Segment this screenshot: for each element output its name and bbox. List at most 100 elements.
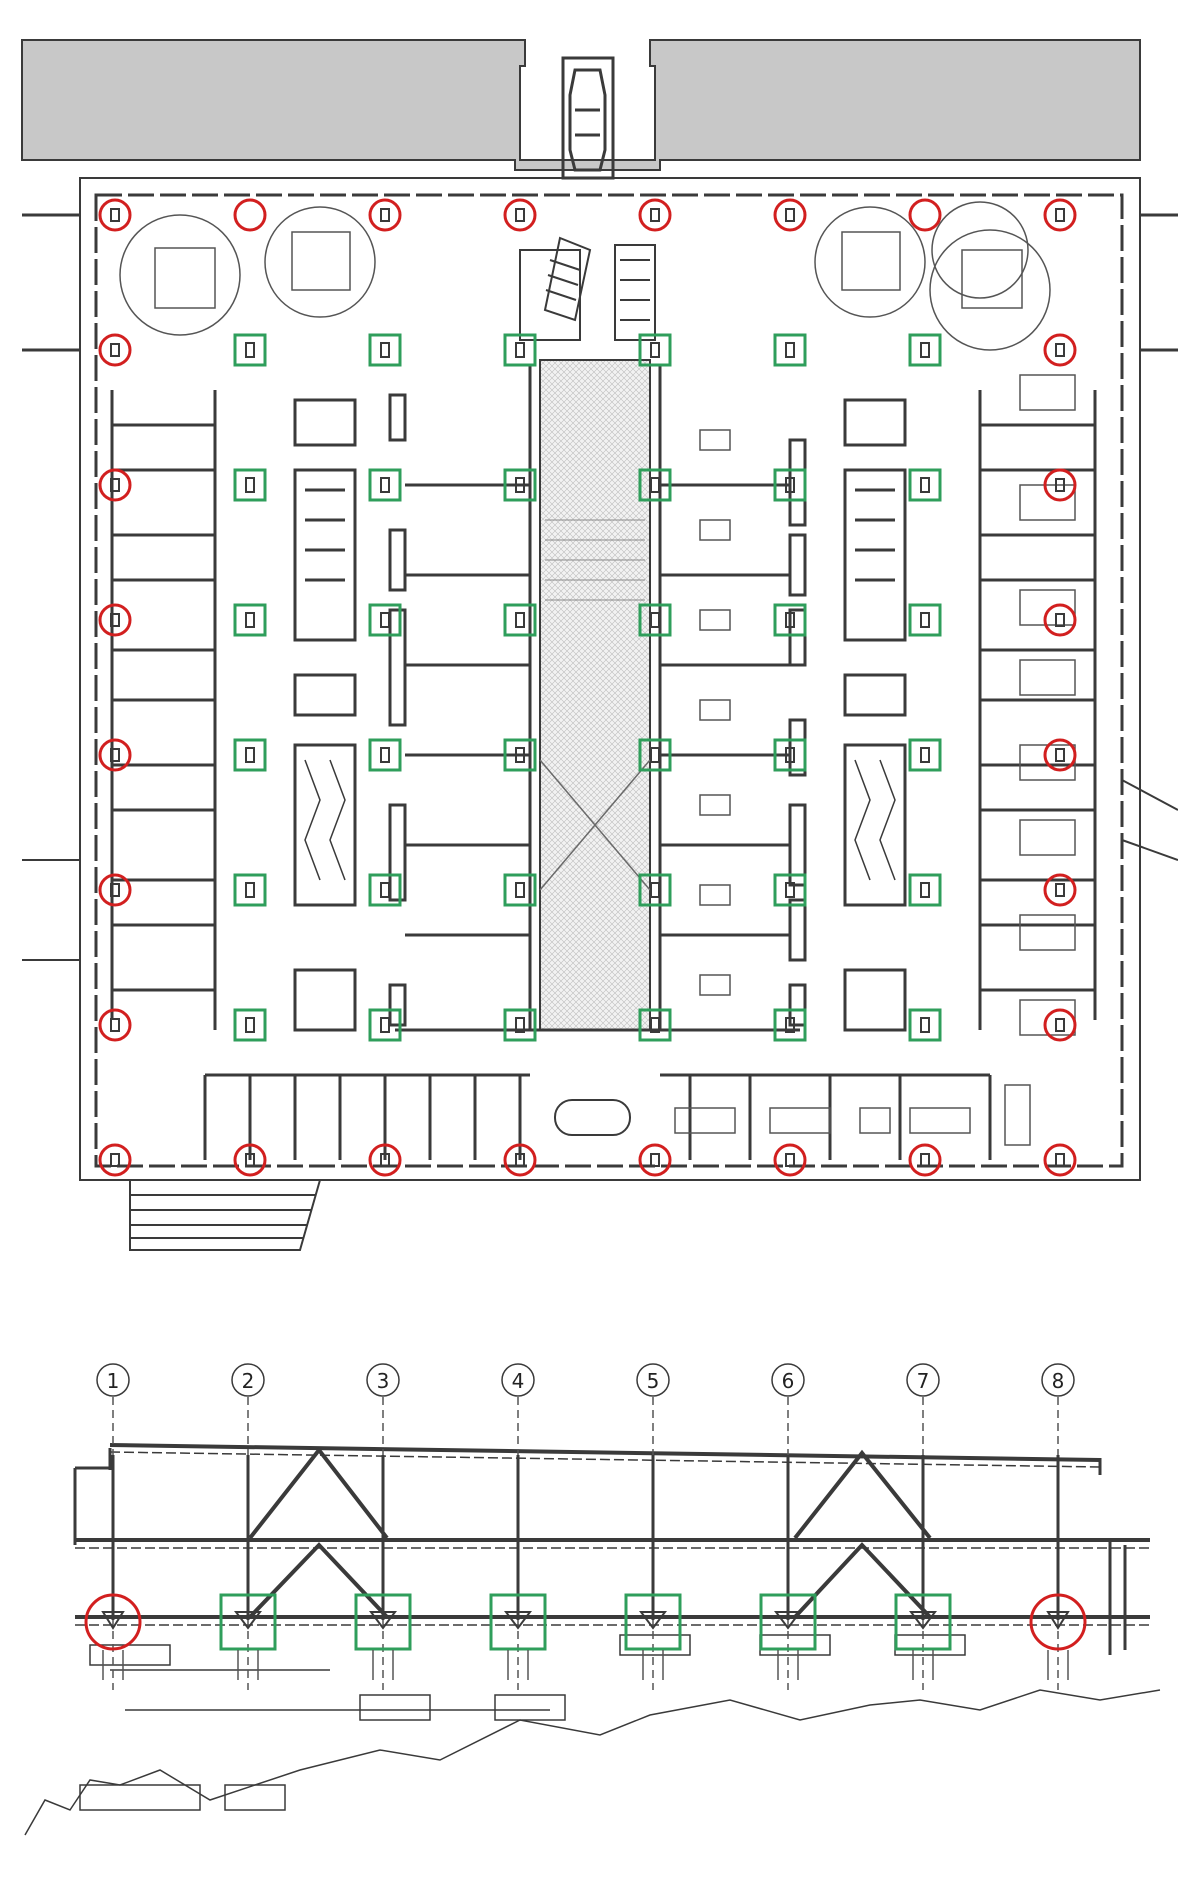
interior-column-marker xyxy=(773,468,807,502)
interior-column-marker xyxy=(233,468,267,502)
conference-table-icon xyxy=(554,1099,631,1136)
section-trusses xyxy=(248,1446,932,1619)
interior-column-marker xyxy=(638,333,672,367)
meeting-room-furniture xyxy=(699,429,731,996)
service-cores xyxy=(293,398,907,1032)
perimeter-column-marker xyxy=(1043,873,1077,907)
bottom-desks xyxy=(674,1084,1031,1146)
central-atrium xyxy=(539,359,651,1031)
interior-column-marker xyxy=(233,873,267,907)
interior-column-marker xyxy=(773,603,807,637)
building-outline xyxy=(79,177,1141,1181)
intermediate-support-marker xyxy=(219,1593,277,1651)
intermediate-support-marker xyxy=(354,1593,412,1651)
grid-label-bubble xyxy=(771,1363,805,1397)
perimeter-column-marker xyxy=(368,1143,402,1177)
grid-label: 7 xyxy=(917,1369,930,1393)
interior-column-marker xyxy=(233,333,267,367)
interior-column-marker xyxy=(773,1008,807,1042)
interior-column-marker xyxy=(908,333,942,367)
perimeter-column-marker xyxy=(503,198,537,232)
intermediate-support-marker xyxy=(489,1593,547,1651)
grid-label: 2 xyxy=(242,1369,255,1393)
bottom-row-rooms xyxy=(203,1073,992,1160)
perimeter-column-marker xyxy=(233,198,267,232)
perimeter-column-marker xyxy=(638,198,672,232)
end-support-marker xyxy=(1029,1593,1087,1651)
perimeter-column-marker xyxy=(908,1143,942,1177)
perimeter-column-marker xyxy=(98,468,132,502)
interior-column-marker xyxy=(368,603,402,637)
grid-label: 4 xyxy=(512,1369,525,1393)
grid-label: 6 xyxy=(782,1369,795,1393)
interior-column-marker xyxy=(908,1008,942,1042)
right-desks xyxy=(1019,374,1076,1036)
perimeter-column-marker xyxy=(1043,603,1077,637)
floor-plan xyxy=(21,39,1178,1251)
interior-column-marker xyxy=(503,603,537,637)
interior-column-marker xyxy=(773,873,807,907)
perimeter-column-marker xyxy=(638,1143,672,1177)
interior-column-marker xyxy=(908,468,942,502)
perimeter-column-marker xyxy=(1043,738,1077,772)
interior-column-marker xyxy=(368,468,402,502)
perimeter-column-marker xyxy=(1043,468,1077,502)
plan-structural-markers xyxy=(98,198,1077,1177)
perimeter-column-marker xyxy=(98,738,132,772)
interior-column-marker xyxy=(773,333,807,367)
perimeter-column-marker xyxy=(98,1143,132,1177)
interior-column-marker xyxy=(503,468,537,502)
perimeter-column-marker xyxy=(233,1143,267,1177)
grid-label: 8 xyxy=(1052,1369,1065,1393)
lobby-features xyxy=(119,201,1051,351)
grid-label-bubble xyxy=(231,1363,265,1397)
interior-column-marker xyxy=(638,873,672,907)
grid-label-bubble xyxy=(1041,1363,1075,1397)
interior-column-marker xyxy=(368,873,402,907)
escalator-icon xyxy=(519,236,656,341)
ground-profile xyxy=(24,1634,1161,1836)
perimeter-column-marker xyxy=(908,198,942,232)
stair-icon xyxy=(129,1179,321,1251)
interior-column-marker xyxy=(503,738,537,772)
perimeter-column-marker xyxy=(773,1143,807,1177)
perimeter-column-marker xyxy=(98,873,132,907)
right-office-bays xyxy=(978,390,1097,1030)
perimeter-column-marker xyxy=(1043,198,1077,232)
interior-column-marker xyxy=(638,468,672,502)
intermediate-support-marker xyxy=(624,1593,682,1651)
interior-column-marker xyxy=(503,873,537,907)
left-office-bays xyxy=(110,390,217,1030)
service-corridor xyxy=(21,39,1141,171)
perimeter-column-marker xyxy=(368,198,402,232)
grid-label-bubble xyxy=(906,1363,940,1397)
interior-column-marker xyxy=(638,738,672,772)
interior-column-marker xyxy=(638,1008,672,1042)
interior-column-marker xyxy=(908,738,942,772)
interior-column-marker xyxy=(368,1008,402,1042)
interior-column-marker xyxy=(773,738,807,772)
central-right-rooms xyxy=(658,365,807,1030)
perimeter-column-marker xyxy=(1043,333,1077,367)
interior-column-marker xyxy=(503,333,537,367)
perimeter-column-marker xyxy=(1043,1008,1077,1042)
interior-column-marker xyxy=(233,1008,267,1042)
perimeter-column-marker xyxy=(1043,1143,1077,1177)
section-slabs xyxy=(73,1443,1150,1655)
interior-column-marker xyxy=(638,603,672,637)
interior-column-marker xyxy=(368,738,402,772)
intermediate-support-marker xyxy=(759,1593,817,1651)
interior-column-marker xyxy=(503,1008,537,1042)
interior-column-marker xyxy=(233,603,267,637)
intermediate-support-marker xyxy=(894,1593,952,1651)
interior-column-marker xyxy=(233,738,267,772)
interior-column-marker xyxy=(908,873,942,907)
grid-label-bubble xyxy=(96,1363,130,1397)
grid-label: 1 xyxy=(107,1369,120,1393)
grid-label-bubble xyxy=(636,1363,670,1397)
perimeter-column-marker xyxy=(98,1008,132,1042)
perimeter-column-marker xyxy=(98,333,132,367)
